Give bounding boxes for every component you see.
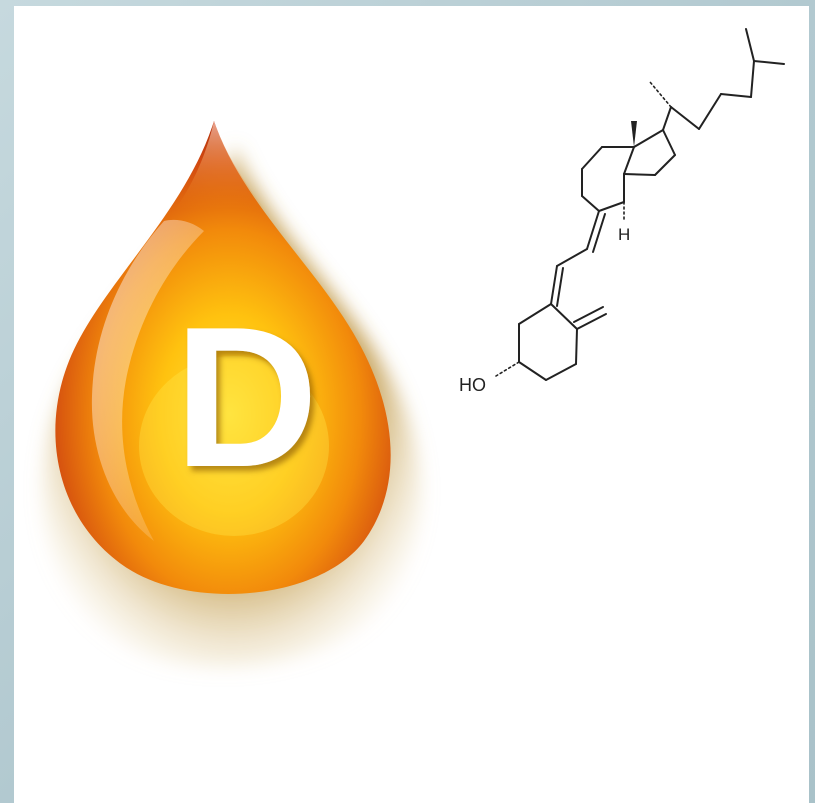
side-chain xyxy=(649,28,785,131)
ring-a xyxy=(518,303,578,381)
drop-letter: D xyxy=(174,286,318,509)
methyl-wedge xyxy=(631,121,637,147)
vitamin-d-drop: D xyxy=(14,6,474,706)
triene-chain xyxy=(550,210,606,307)
drop-body xyxy=(55,121,391,594)
drop-tip xyxy=(174,121,266,211)
molecule-diagram: H HO xyxy=(459,28,785,395)
cholecalciferol-structure: H HO xyxy=(434,24,814,414)
ring-c xyxy=(581,146,635,212)
drop-gloss xyxy=(91,219,204,542)
hydroxyl-label: HO xyxy=(459,375,486,395)
methylene-group xyxy=(573,306,607,330)
drop-graphic: D xyxy=(42,121,422,669)
drop-inner-glow xyxy=(139,356,329,536)
hashed-hydroxyl-bond xyxy=(495,361,520,377)
ring-d xyxy=(623,129,676,176)
image-canvas: D xyxy=(14,6,809,803)
hydrogen-label: H xyxy=(618,225,630,244)
